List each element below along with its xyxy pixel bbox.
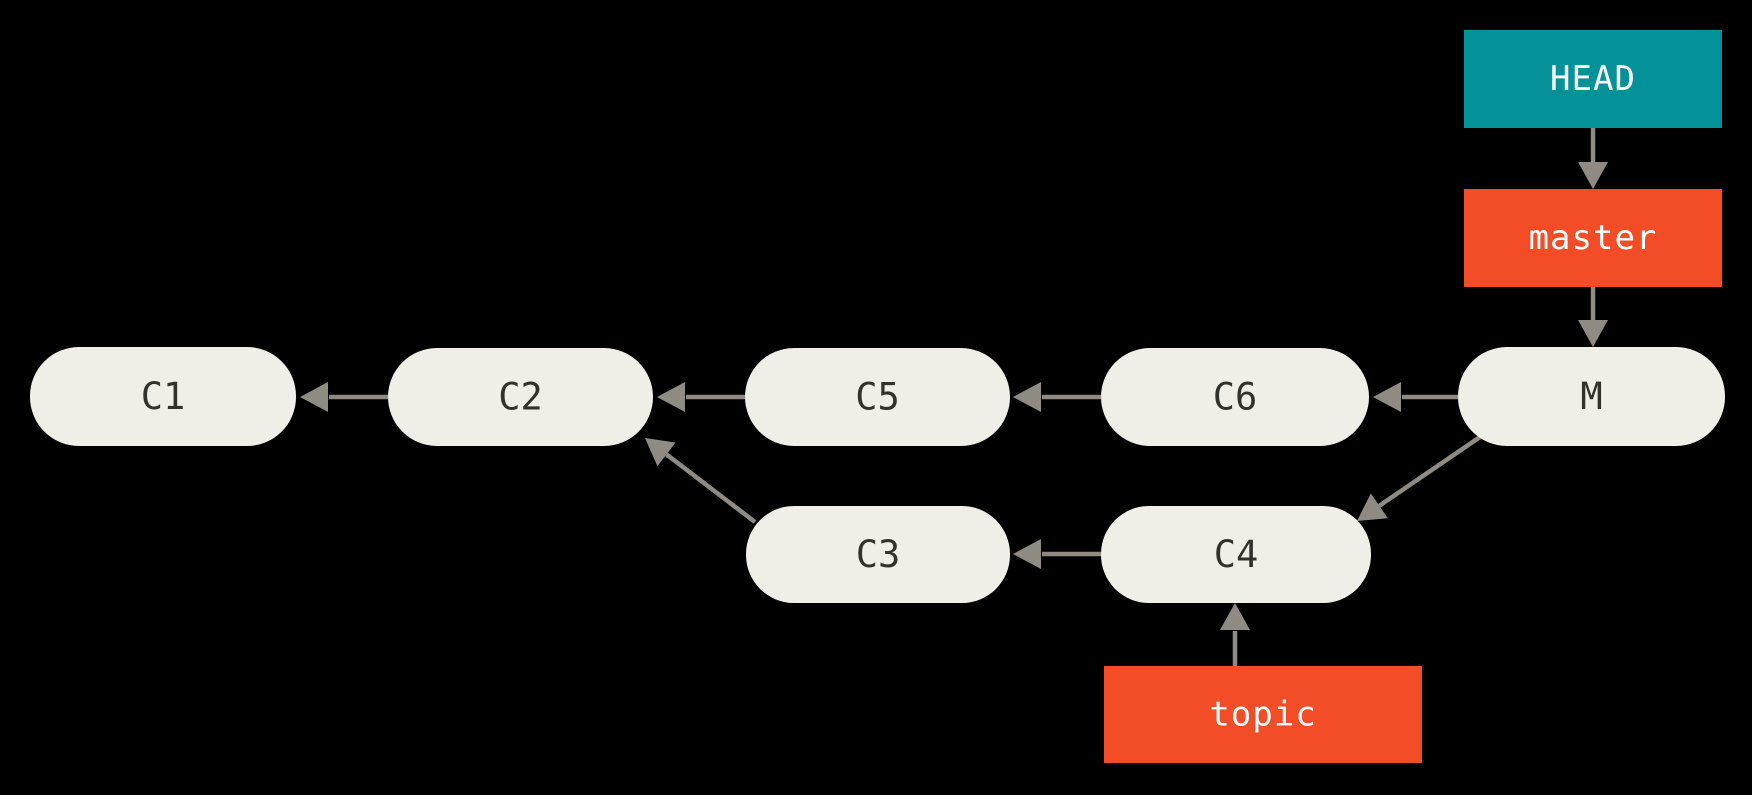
commit-pill [30,347,296,446]
arrow-m-to-c6 [1373,382,1458,412]
commit-node-c1: C1 [30,347,296,446]
ref-rect [1104,666,1422,763]
arrowhead [1013,539,1041,569]
commit-pill [1101,506,1371,603]
ref-box-topic: topic [1104,666,1422,763]
commit-node-c3: C3 [746,506,1010,603]
ref-label: topic [1209,695,1316,735]
arrowhead [1578,320,1608,347]
commit-pill [746,506,1010,603]
commit-node-c2: C2 [388,348,653,446]
commit-pill [1458,347,1725,446]
arrowhead [657,382,685,412]
commit-node-c6: C6 [1101,348,1369,446]
arrow-c2-to-c1 [300,382,388,412]
arrowhead [300,382,328,412]
arrow-c6-to-c5 [1013,382,1101,412]
arrowhead [1578,162,1608,189]
commit-label: C2 [498,376,543,419]
ref-rect [1464,189,1722,287]
arrow-m-to-c4 [1357,435,1482,521]
arrowhead [1373,382,1401,412]
arrow-c5-to-c2 [657,382,745,412]
commit-label: C4 [1214,533,1259,576]
commit-label: C5 [855,376,900,419]
commit-pill [1101,348,1369,446]
arrowhead [1357,493,1388,521]
commit-pill [745,348,1010,446]
arrow-line [665,452,757,524]
commit-label: C3 [856,533,901,576]
commit-label: M [1580,375,1602,418]
commit-pill [388,348,653,446]
arrow-c3-to-c2 [645,438,757,524]
ref-box-head: HEAD [1464,30,1722,128]
ref-label: master [1529,218,1658,258]
arrow-head-to-master [1578,128,1608,189]
arrow-line [1378,435,1482,508]
arrow-master-to-m [1578,287,1608,347]
ref-box-master: master [1464,189,1722,287]
commit-node-m: M [1458,347,1725,446]
commit-node-c4: C4 [1101,506,1371,603]
arrowhead [645,438,676,467]
arrowhead [1220,603,1250,630]
ref-label: HEAD [1550,59,1636,99]
commit-label: C6 [1213,376,1258,419]
arrowhead [1013,382,1041,412]
arrow-c4-to-c3 [1013,539,1101,569]
commit-node-c5: C5 [745,348,1010,446]
arrow-topic-to-c4 [1220,603,1250,666]
commit-label: C1 [141,375,186,418]
ref-rect [1464,30,1722,128]
